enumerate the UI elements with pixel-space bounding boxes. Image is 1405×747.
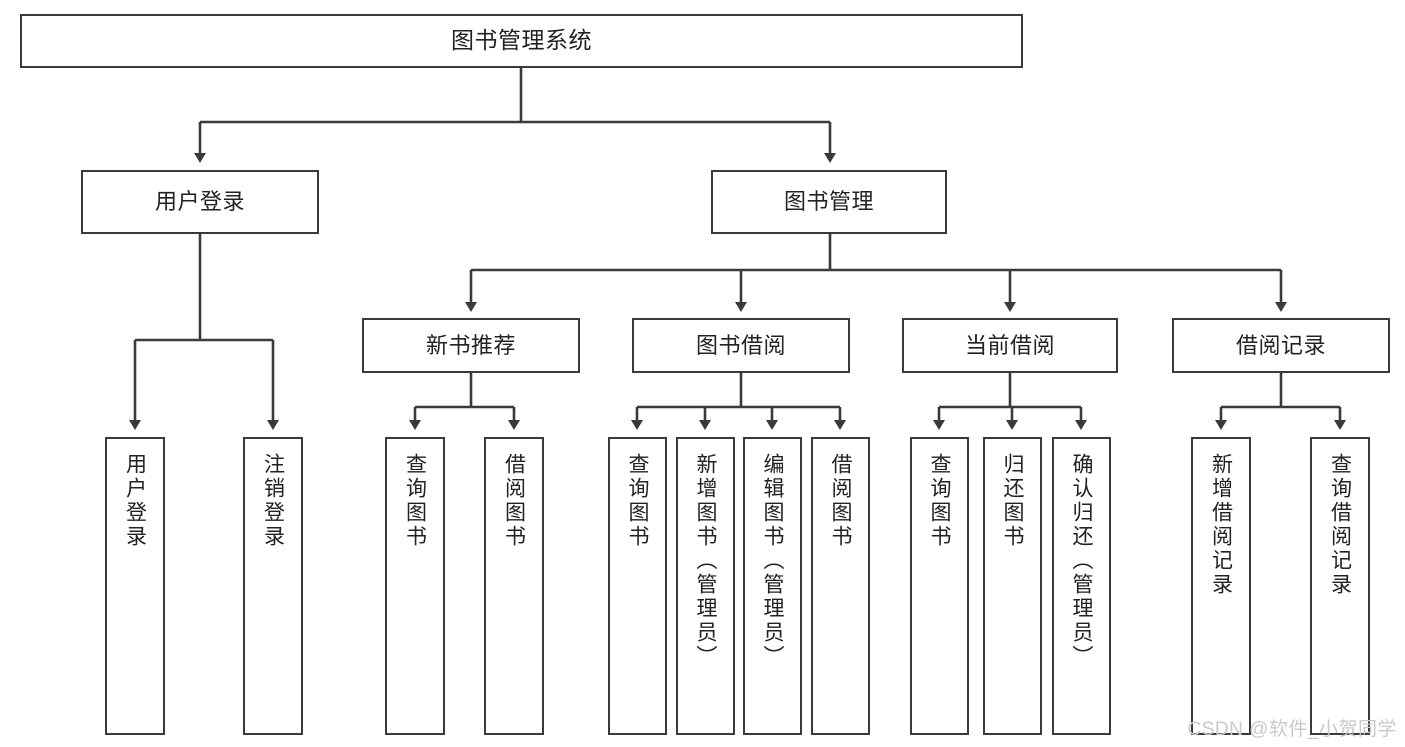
node-new-book-rec-label: 新书推荐	[425, 332, 516, 358]
node-leaf-user-login[interactable]: 用户登录	[105, 437, 165, 735]
node-borrow-record-label: 借阅记录	[1235, 332, 1326, 358]
node-user-login-label: 用户登录	[154, 189, 245, 215]
node-new-book-rec[interactable]: 新书推荐	[362, 318, 580, 373]
node-current-borrow-label: 当前借阅	[964, 332, 1055, 358]
node-root-label: 图书管理系统	[451, 27, 592, 54]
node-book-borrow[interactable]: 图书借阅	[632, 318, 850, 373]
node-leaf-borrow-book[interactable]: 借阅图书	[811, 437, 870, 735]
node-book-manage[interactable]: 图书管理	[711, 170, 947, 234]
node-leaf-edit-book[interactable]: 编辑图书（管理员）	[743, 437, 802, 735]
node-borrow-record[interactable]: 借阅记录	[1172, 318, 1390, 373]
node-leaf-query-record-label: 查询借阅记录	[1328, 453, 1352, 597]
node-book-borrow-label: 图书借阅	[695, 332, 786, 358]
node-leaf-query-book-cur[interactable]: 查询图书	[910, 437, 969, 735]
csdn-watermark: CSDN @软件_小贺同学	[1187, 719, 1397, 740]
node-leaf-confirm-return[interactable]: 确认归还（管理员）	[1052, 437, 1111, 735]
node-leaf-return-book-label: 归还图书	[1001, 453, 1024, 549]
node-user-login[interactable]: 用户登录	[81, 170, 319, 234]
node-current-borrow[interactable]: 当前借阅	[902, 318, 1118, 373]
node-leaf-add-record-label: 新增借阅记录	[1209, 453, 1233, 597]
node-leaf-borrow-book-label: 借阅图书	[829, 453, 852, 549]
node-leaf-return-book[interactable]: 归还图书	[983, 437, 1042, 735]
node-leaf-borrow-book-rec[interactable]: 借阅图书	[484, 437, 544, 735]
node-leaf-add-record[interactable]: 新增借阅记录	[1191, 437, 1251, 735]
node-leaf-user-logout-label: 注销登录	[261, 453, 285, 549]
node-leaf-borrow-book-rec-label: 借阅图书	[502, 453, 526, 549]
node-leaf-query-book-borrow[interactable]: 查询图书	[608, 437, 667, 735]
node-leaf-query-book-cur-label: 查询图书	[928, 453, 951, 549]
node-leaf-user-logout[interactable]: 注销登录	[243, 437, 303, 735]
node-book-manage-label: 图书管理	[783, 189, 874, 215]
node-leaf-user-login-label: 用户登录	[123, 453, 147, 549]
node-root[interactable]: 图书管理系统	[20, 14, 1023, 68]
node-leaf-query-book-rec-label: 查询图书	[403, 453, 427, 549]
node-leaf-add-book[interactable]: 新增图书（管理员）	[676, 437, 735, 735]
node-leaf-query-book-rec[interactable]: 查询图书	[385, 437, 445, 735]
node-leaf-add-book-label: 新增图书（管理员）	[694, 453, 717, 669]
node-leaf-edit-book-label: 编辑图书（管理员）	[761, 453, 784, 669]
node-leaf-query-record[interactable]: 查询借阅记录	[1310, 437, 1370, 735]
node-leaf-query-book-borrow-label: 查询图书	[626, 453, 649, 549]
node-leaf-confirm-return-label: 确认归还（管理员）	[1070, 453, 1093, 669]
